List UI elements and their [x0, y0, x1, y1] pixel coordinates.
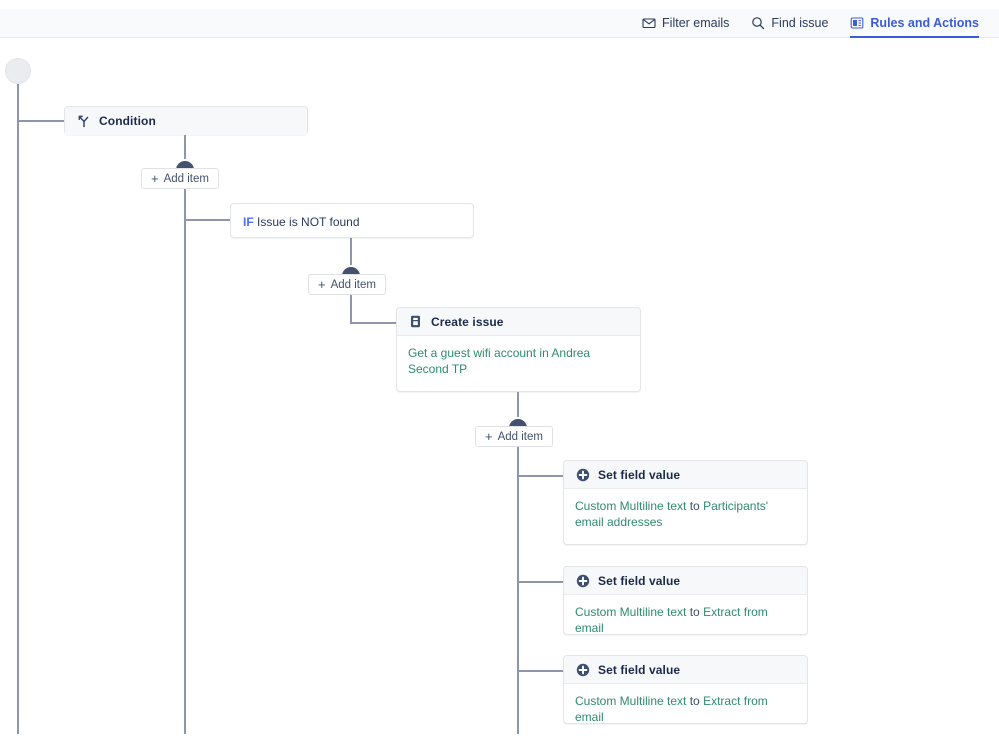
toolbar-item-filter-emails[interactable]: Filter emails	[642, 9, 729, 38]
if-keyword: IF	[243, 215, 254, 229]
connector-level0-vertical	[17, 84, 19, 734]
toolbar-item-label: Filter emails	[662, 16, 730, 30]
node-condition-header: Condition	[65, 107, 307, 135]
field-name: Custom Multiline text	[575, 694, 687, 708]
field-name: Custom Multiline text	[575, 605, 687, 619]
branch-fork-icon	[76, 114, 91, 129]
plus-glyph: +	[485, 429, 493, 444]
toolbar-item-find-issue[interactable]: Find issue	[751, 9, 828, 38]
top-toolbar: Filter emails Find issue Rules and Actio…	[0, 9, 999, 38]
toolbar-item-label: Rules and Actions	[870, 16, 979, 30]
node-set-field-value-2-header: Set field value	[564, 567, 807, 595]
connector-level1-to-if	[184, 219, 230, 221]
node-set-field-value-2-title: Set field value	[598, 573, 681, 588]
connector-level2-to-create-issue	[350, 322, 397, 324]
to-keyword: to	[689, 694, 700, 708]
node-if-branch[interactable]: IF Issue is NOT found	[230, 203, 474, 238]
node-set-field-value-1-title: Set field value	[598, 467, 681, 482]
plus-circle-icon	[575, 467, 590, 482]
add-item-label: Add item	[330, 278, 376, 291]
field-name: Custom Multiline text	[575, 499, 687, 513]
node-set-field-value-2-body: Custom Multiline text to Extract from em…	[564, 595, 807, 647]
node-create-issue-title: Create issue	[431, 314, 504, 329]
node-set-field-value-1-body: Custom Multiline text to Participants' e…	[564, 489, 807, 541]
add-item-label: Add item	[163, 172, 209, 185]
node-if-branch-body: IF Issue is NOT found	[231, 204, 473, 240]
node-condition-title: Condition	[99, 114, 156, 128]
connector-level1-vertical	[184, 135, 186, 734]
node-create-issue-header: Create issue	[397, 308, 640, 336]
plus-circle-icon	[575, 573, 590, 588]
node-set-field-value-2[interactable]: Set field value Custom Multiline text to…	[563, 566, 808, 635]
field-value: Extract from email	[575, 605, 768, 635]
node-condition[interactable]: Condition	[64, 106, 308, 135]
field-value: Extract from email	[575, 694, 768, 724]
toolbar-item-rules-and-actions[interactable]: Rules and Actions	[850, 9, 979, 38]
rules-icon	[850, 16, 864, 30]
node-set-field-value-1-header: Set field value	[564, 461, 807, 489]
plus-circle-icon	[575, 662, 590, 677]
node-create-issue[interactable]: Create issue Get a guest wifi account in…	[396, 307, 641, 392]
connector-to-set-field-3	[517, 670, 563, 672]
to-keyword: to	[689, 499, 700, 513]
if-condition-text: Issue is NOT found	[257, 215, 360, 229]
connector-to-set-field-1	[517, 475, 563, 477]
node-set-field-value-1[interactable]: Set field value Custom Multiline text to…	[563, 460, 808, 545]
issue-document-icon	[408, 314, 423, 329]
connector-to-set-field-2	[517, 581, 563, 583]
connector-level0-to-condition	[17, 120, 64, 122]
workflow-root-node[interactable]	[5, 58, 31, 84]
node-create-issue-body: Get a guest wifi account in Andrea Secon…	[408, 346, 591, 376]
node-set-field-value-3-title: Set field value	[598, 662, 681, 677]
field-value: Participants' email addresses	[575, 499, 769, 529]
node-set-field-value-3-body: Custom Multiline text to Extract from em…	[564, 684, 807, 736]
envelope-icon	[642, 16, 656, 30]
node-set-field-value-3[interactable]: Set field value Custom Multiline text to…	[563, 655, 808, 724]
to-keyword: to	[689, 605, 700, 619]
connector-level3-vertical	[517, 392, 519, 734]
toolbar-item-label: Find issue	[771, 16, 829, 30]
node-set-field-value-3-header: Set field value	[564, 656, 807, 684]
add-item-button-condition[interactable]: + Add item	[141, 168, 219, 189]
add-item-button-create-issue[interactable]: + Add item	[475, 426, 553, 447]
search-icon	[751, 16, 765, 30]
add-item-label: Add item	[497, 430, 543, 443]
add-item-button-if-branch[interactable]: + Add item	[308, 274, 386, 295]
plus-glyph: +	[151, 171, 159, 186]
plus-glyph: +	[318, 277, 326, 292]
workflow-canvas: Condition + Add item IF Issue is NOT fou…	[0, 39, 999, 734]
